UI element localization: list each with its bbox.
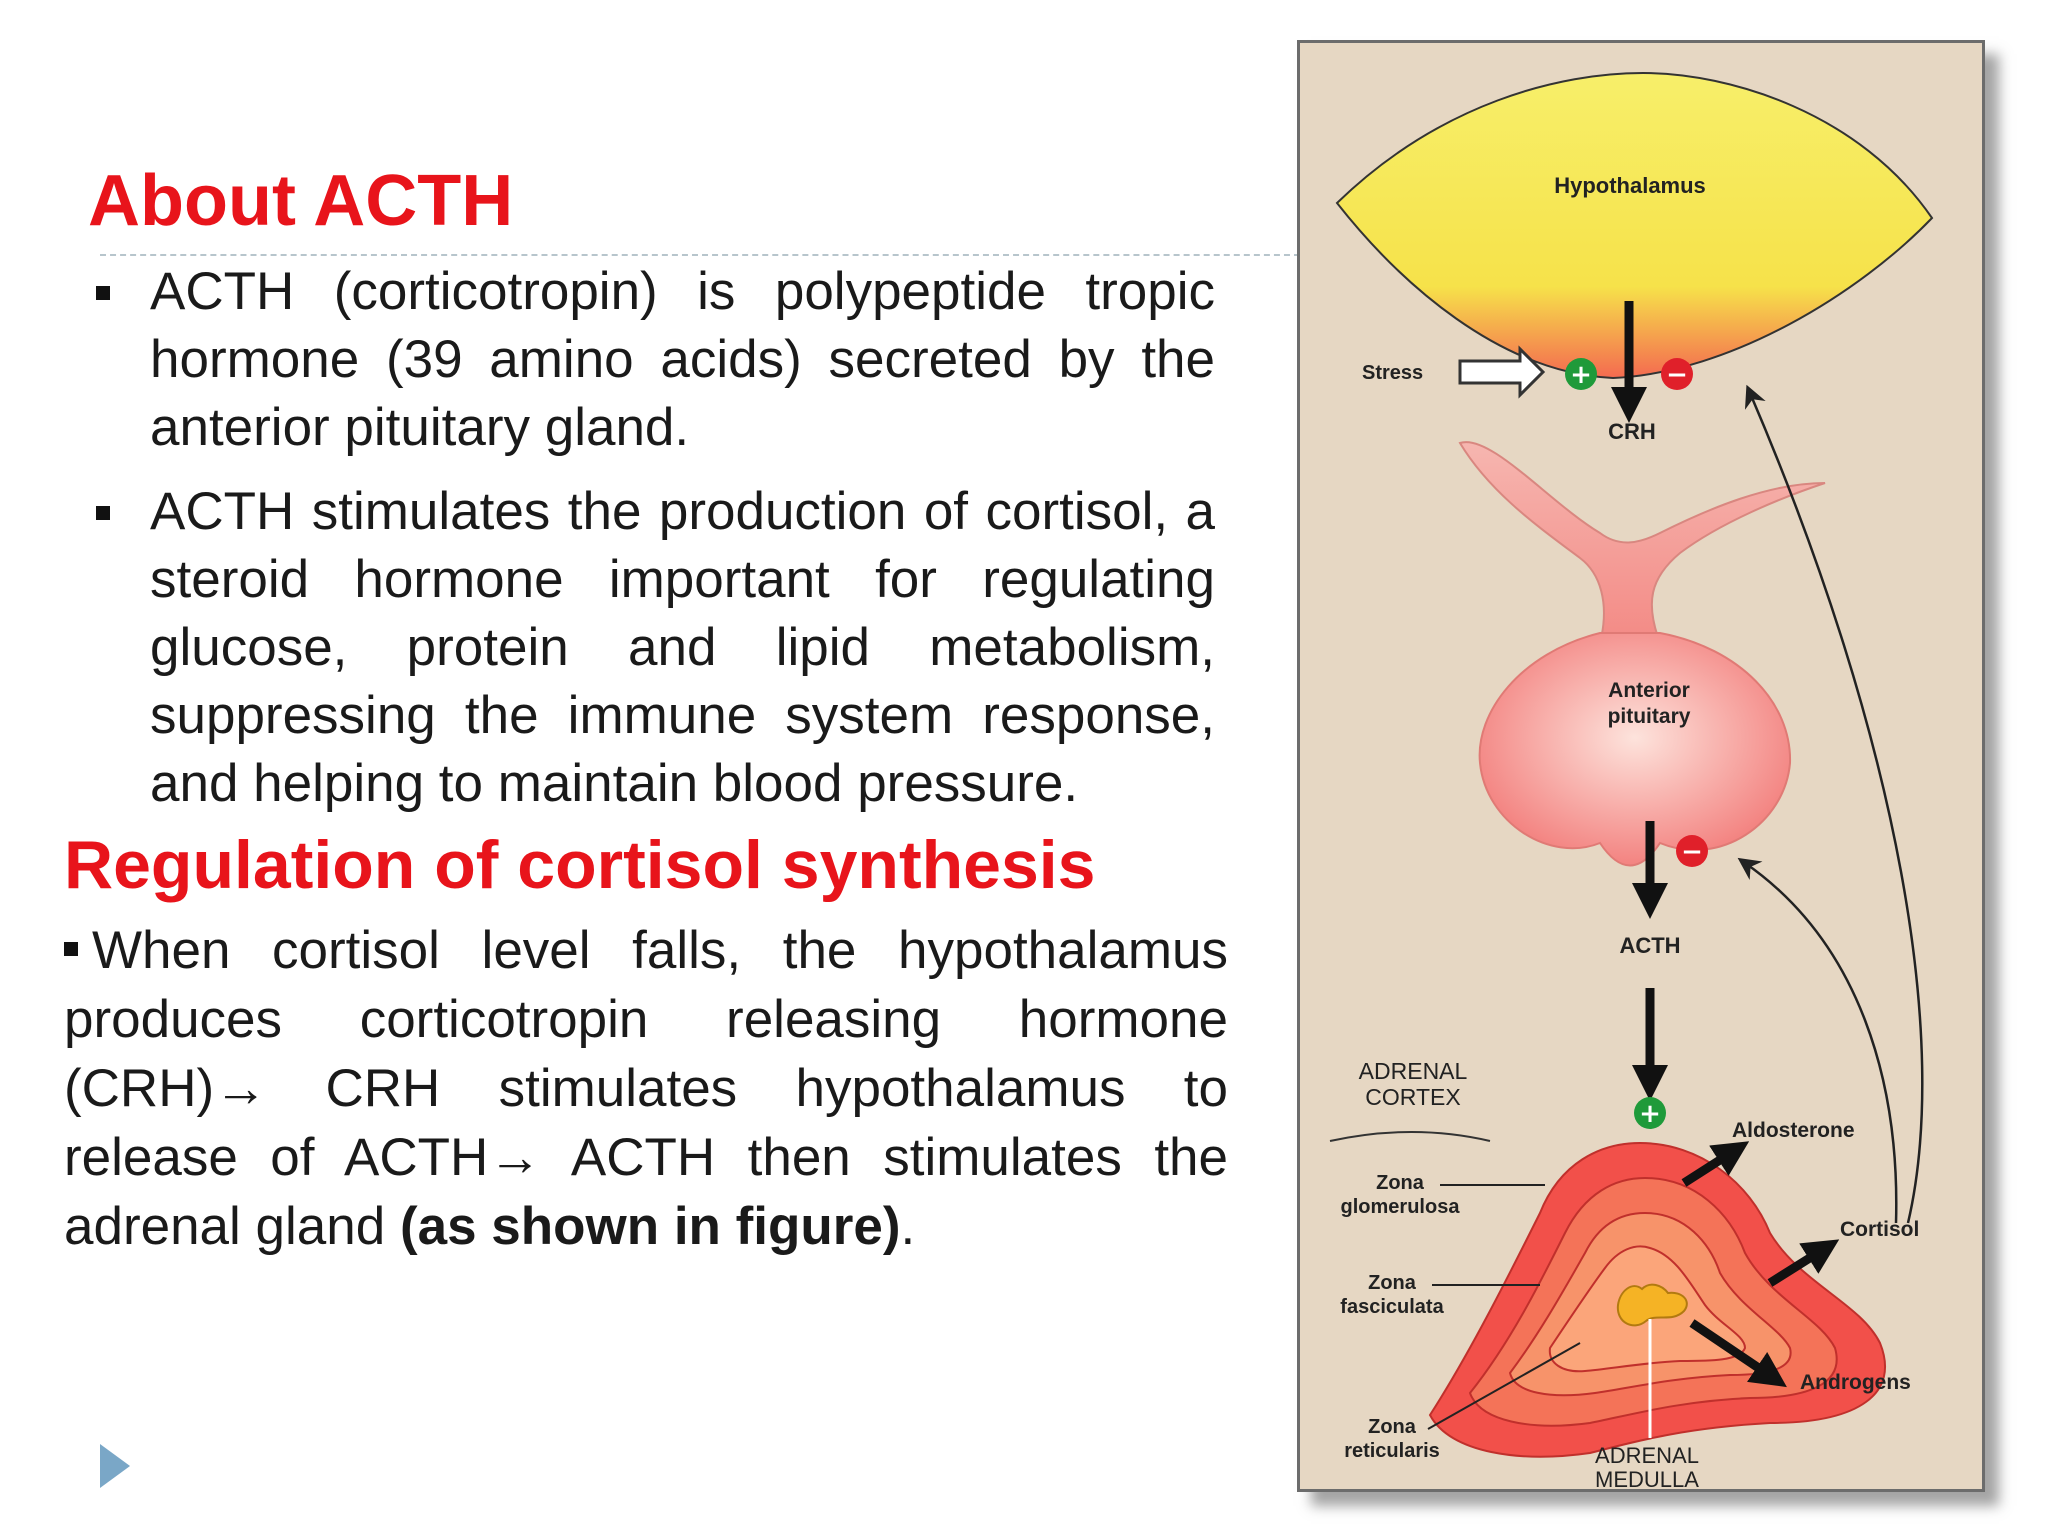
title-divider <box>100 254 1300 256</box>
zona-reticularis-label-line1: Zona <box>1368 1416 1417 1438</box>
zona-reticularis-label-line2: reticularis <box>1344 1440 1440 1462</box>
anterior-pituitary-label-line2: pituitary <box>1608 705 1691 728</box>
bullet-acth-definition: ACTH (corticotropin) is polypeptide trop… <box>90 258 1215 462</box>
aldosterone-label: Aldosterone <box>1732 1119 1855 1142</box>
bullet-acth-function: ACTH stimulates the production of cortis… <box>90 478 1215 818</box>
adrenal-cortex-label-line1: ADRENAL <box>1359 1058 1468 1084</box>
crh-label: CRH <box>1608 419 1656 444</box>
androgens-output-arrow <box>1689 1319 1787 1388</box>
adrenal-cortex-brace <box>1329 1131 1491 1142</box>
zona-fasciculata-label-line1: Zona <box>1368 1272 1417 1294</box>
zona-glomerulosa-label-line1: Zona <box>1376 1172 1425 1194</box>
bullet-square-icon <box>64 942 78 956</box>
regulation-heading: Regulation of cortisol synthesis <box>64 827 1096 903</box>
svg-text:−: − <box>1681 837 1703 867</box>
androgens-label: Androgens <box>1800 1371 1911 1394</box>
svg-text:+: + <box>1639 1099 1661 1129</box>
svg-text:−: − <box>1666 360 1688 390</box>
adrenal-medulla-label-line2: MEDULLA <box>1595 1467 1699 1489</box>
next-slide-arrow-icon[interactable] <box>100 1444 130 1488</box>
stimulate-plus-icon <box>1565 358 1597 390</box>
cortisol-feedback-to-pituitary <box>1737 857 1898 1224</box>
acth-bullet-list: ACTH (corticotropin) is polypeptide trop… <box>90 258 1215 834</box>
regulation-paragraph: When cortisol level falls, the hypothala… <box>64 916 1228 1261</box>
anterior-pituitary-label-line1: Anterior <box>1608 679 1690 702</box>
stress-label: Stress <box>1362 362 1423 384</box>
acth-label: ACTH <box>1619 933 1680 958</box>
hpa-axis-diagram: Hypothalamus CRH Stress + − Anterior pit… <box>1329 71 1934 1489</box>
zona-glomerulosa-label-line2: glomerulosa <box>1341 1196 1461 1218</box>
anterior-pituitary-shape <box>1478 632 1792 867</box>
regulation-main-text: When cortisol level falls, the hypothala… <box>64 921 1228 1256</box>
aldosterone-output-arrow <box>1681 1141 1750 1187</box>
hypothalamus-shape <box>1335 71 1934 380</box>
inhibit-minus-icon-upper <box>1661 358 1693 390</box>
hpa-axis-figure: Hypothalamus CRH Stress + − Anterior pit… <box>1297 40 1985 1492</box>
zona-reticularis-leader <box>1427 1342 1581 1430</box>
cortisol-output-arrow <box>1767 1239 1840 1287</box>
cortisol-label: Cortisol <box>1840 1218 1919 1241</box>
pituitary-stalk-shape <box>1458 441 1826 644</box>
adrenal-medulla-shape <box>1616 1283 1688 1327</box>
adrenal-medulla-label-line1: ADRENAL <box>1595 1443 1699 1468</box>
regulation-bold-text: (as shown in figure) <box>399 1197 901 1256</box>
stress-arrow-icon <box>1458 345 1546 399</box>
cortisol-feedback-to-hypothalamus <box>1744 384 1924 1224</box>
svg-text:+: + <box>1570 360 1592 390</box>
hypothalamus-label: Hypothalamus <box>1554 173 1706 198</box>
about-acth-heading: About ACTH <box>88 161 514 241</box>
inhibit-minus-icon-lower <box>1676 835 1708 867</box>
zona-fasciculata-label-line2: fasciculata <box>1340 1296 1444 1318</box>
regulation-end-text: . <box>900 1197 916 1256</box>
adrenal-cortex-label-line2: CORTEX <box>1365 1084 1460 1110</box>
stimulate-plus-icon-adrenal <box>1634 1097 1666 1129</box>
